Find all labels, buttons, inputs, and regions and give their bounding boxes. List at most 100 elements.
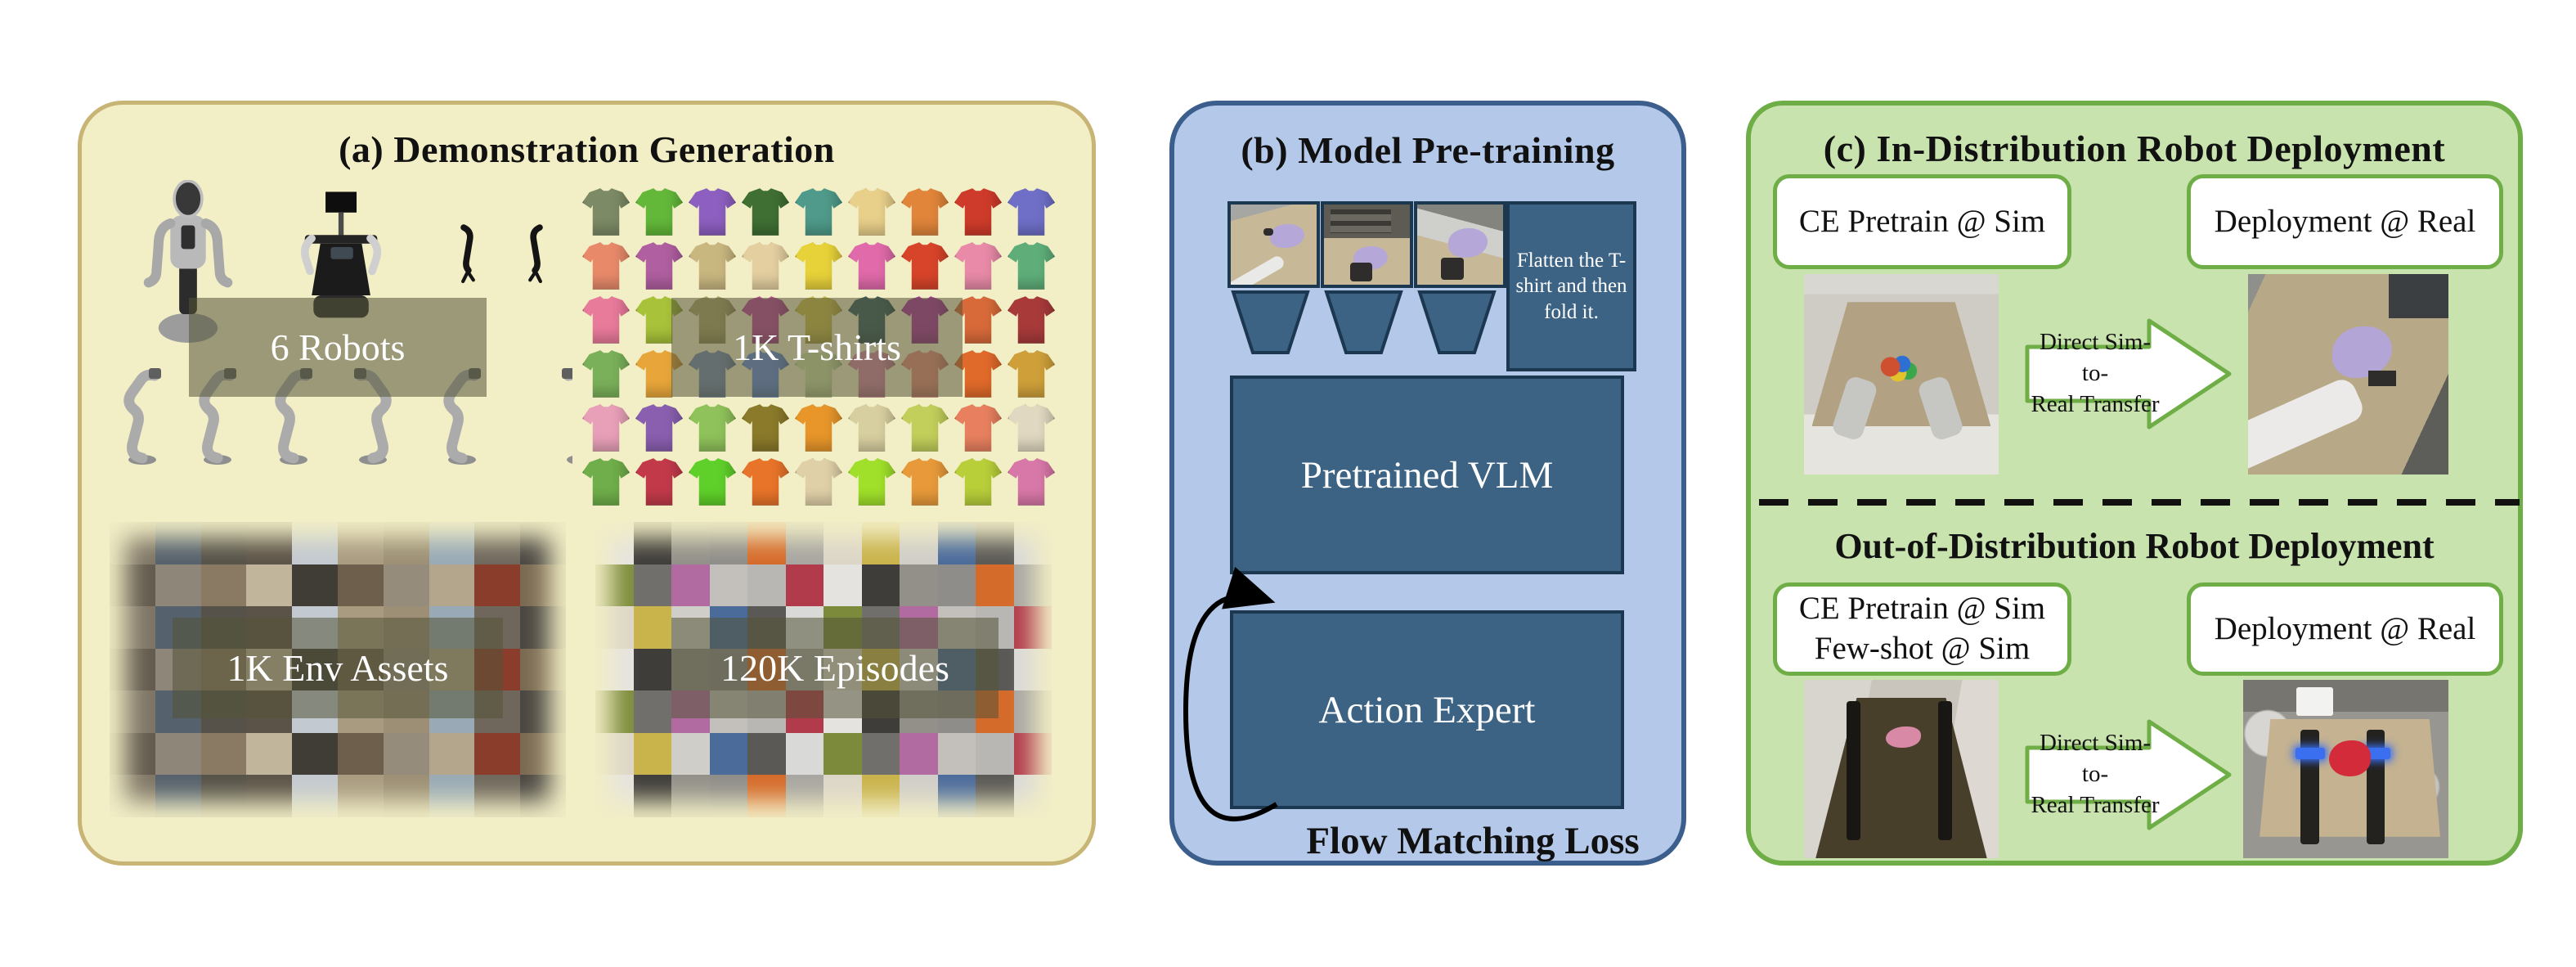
ce-pretrain-sim-label: CE Pretrain @ Sim (1798, 203, 2046, 239)
camera-view-photo-1 (1227, 201, 1320, 288)
mosaic-tile (937, 775, 976, 817)
mosaic-tile (671, 775, 710, 817)
mosaic-tile (200, 732, 247, 776)
mosaic-tile (1013, 522, 1052, 564)
mosaic-tile (155, 522, 201, 564)
mosaic-tile (474, 564, 521, 607)
mosaic-tile (246, 522, 293, 564)
mosaic-tile (246, 732, 293, 776)
shelf-shape (1331, 209, 1391, 234)
mosaic-tile (595, 522, 634, 564)
mosaic-tile (937, 732, 976, 776)
mosaic-tile (429, 522, 475, 564)
mosaic-tile (900, 564, 938, 607)
block-arrow-icon (2025, 318, 2232, 430)
tshirts-count-overlay: 1K T-shirts (671, 298, 963, 397)
tshirt-thumb (582, 350, 630, 398)
mosaic-tile (861, 732, 900, 776)
mosaic-tile (861, 564, 900, 607)
gripper-shape (1441, 257, 1464, 281)
tshirt-thumb (582, 458, 630, 506)
mosaic-tile (595, 690, 634, 733)
mosaic-tile (633, 690, 671, 733)
encoder-funnel-icon (1417, 290, 1497, 354)
instruction-text: Flatten the T-shirt and then fold it. (1515, 249, 1627, 323)
mosaic-tile (200, 775, 247, 817)
tshirt-cloth-shape (1270, 223, 1305, 248)
panel-robot-deployment: (c) In-Distribution Robot Deployment CE … (1746, 101, 2523, 866)
mosaic-tile (110, 690, 155, 733)
mosaic-tile (976, 564, 1014, 607)
mosaic-tile (520, 732, 566, 776)
deployment-real-label: Deployment @ Real (2214, 610, 2476, 646)
tshirt-thumb (635, 242, 683, 290)
tshirt-thumb (1008, 188, 1055, 236)
mosaic-tile (155, 775, 201, 817)
mosaic-tile (520, 606, 566, 649)
mosaic-tile (520, 564, 566, 607)
mosaic-tile (595, 775, 634, 817)
tshirt-thumb (795, 404, 842, 452)
mosaic-tile (747, 522, 786, 564)
mosaic-tile (292, 732, 338, 776)
background-shape (2388, 274, 2448, 318)
tshirt-thumb (742, 458, 789, 506)
tshirt-thumb (635, 188, 683, 236)
tshirt-thumb (795, 242, 842, 290)
mosaic-tile (595, 732, 634, 776)
mosaic-tile (1013, 732, 1052, 776)
mosaic-tile (337, 522, 384, 564)
tshirt-pile-shape (1878, 354, 1921, 382)
panel-a-title: (a) Demonstration Generation (339, 128, 835, 170)
mosaic-tile (1013, 606, 1052, 649)
few-shot-sim-label: Few-shot @ Sim (1814, 631, 2031, 666)
tshirt-cloth-shape (1447, 228, 1488, 258)
gripper-shape (1349, 262, 1372, 282)
mosaic-tile (709, 775, 747, 817)
mosaic-tile (900, 522, 938, 564)
panel-model-pretraining: (b) Model Pre-training Flatten the T-shi… (1169, 101, 1686, 866)
mosaic-tile (110, 732, 155, 776)
tshirt-thumb (742, 242, 789, 290)
ce-pretrain-sim-label: CE Pretrain @ Sim (1798, 591, 2046, 627)
tshirt-thumb (954, 458, 1002, 506)
panel-b-title: (b) Model Pre-training (1241, 129, 1615, 171)
loop-arrow-icon (1183, 566, 1278, 821)
block-arrow-icon (2025, 719, 2232, 830)
mosaic-tile (937, 522, 976, 564)
mosaic-tile (747, 775, 786, 817)
camera-view-photo-3 (1414, 201, 1506, 288)
mosaic-tile (110, 564, 155, 607)
mosaic-tile (200, 522, 247, 564)
mosaic-tile (900, 775, 938, 817)
mosaic-tile (337, 732, 384, 776)
mosaic-tile (937, 564, 976, 607)
robot-arm-shape (2248, 375, 2367, 475)
mosaic-tile (520, 522, 566, 564)
mosaic-tile (976, 522, 1014, 564)
strap-shape (1847, 701, 1861, 841)
mosaic-tile (246, 564, 293, 607)
mosaic-tile (824, 775, 862, 817)
mosaic-tile (474, 775, 521, 817)
red-cloth-shape (2329, 740, 2371, 776)
tshirt-thumb (635, 404, 683, 452)
mosaic-tile (110, 606, 155, 649)
tshirt-thumb (795, 458, 842, 506)
tshirt-thumb (901, 404, 949, 452)
tshirts-count-label: 1K T-shirts (733, 326, 901, 368)
tshirt-thumb (1008, 350, 1055, 398)
mosaic-tile (110, 648, 155, 691)
mosaic-tile (861, 775, 900, 817)
tshirt-thumb (742, 188, 789, 236)
mosaic-tile (633, 522, 671, 564)
tshirt-thumb (1008, 404, 1055, 452)
episodes-label: 120K Episodes (720, 647, 949, 689)
sim-to-real-arrow-label: Direct Sim-to- Real Transfer (2030, 713, 2161, 836)
mosaic-tile (155, 732, 201, 776)
sim-to-real-arrow-label: Direct Sim-to- Real Transfer (2030, 313, 2161, 435)
mosaic-tile (824, 522, 862, 564)
tshirt-thumb (795, 188, 842, 236)
ood-deployment-title: Out-of-Distribution Robot Deployment (1834, 526, 2435, 566)
